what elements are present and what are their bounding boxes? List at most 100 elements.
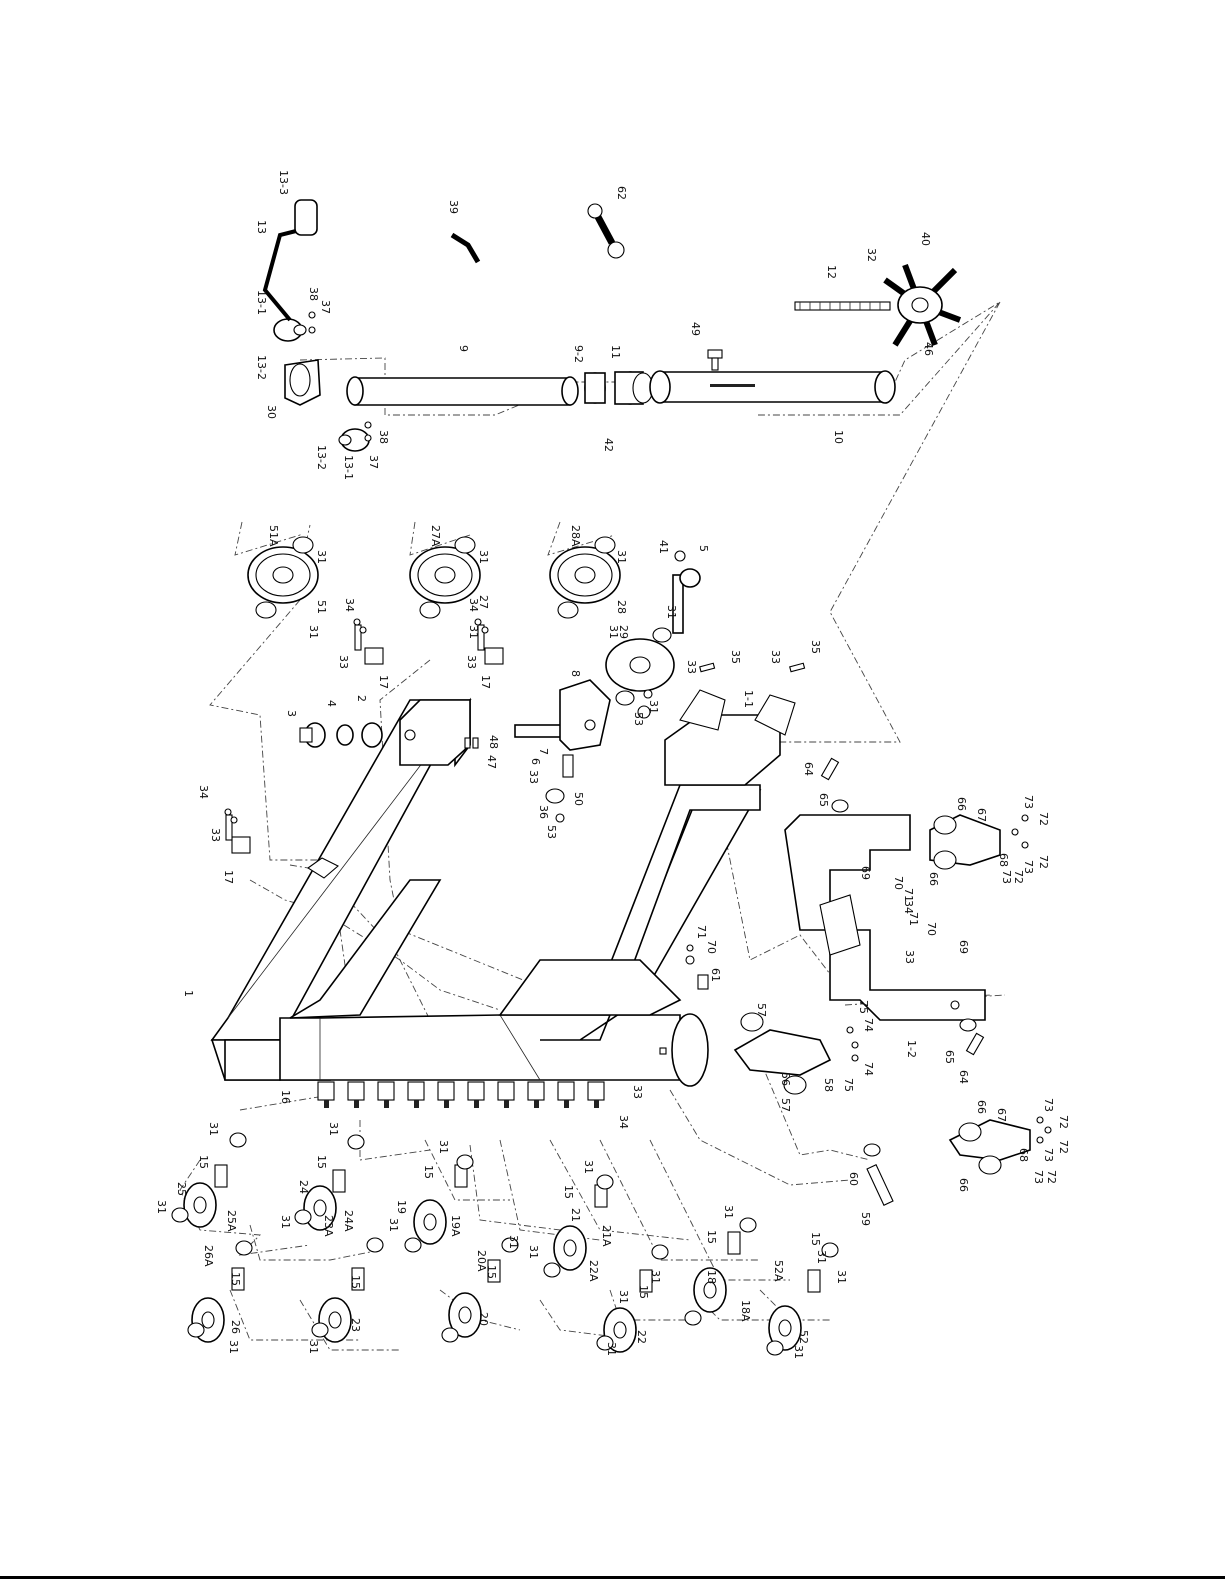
callout-17-c: 17 bbox=[479, 675, 492, 689]
callout-31-v: 31 bbox=[507, 1235, 520, 1249]
callout-15-a: 15 bbox=[197, 1155, 210, 1169]
callout-4: 4 bbox=[325, 700, 338, 707]
main-frame bbox=[210, 689, 796, 1087]
callout-33-h: 33 bbox=[903, 950, 916, 964]
callout-46: 46 bbox=[922, 342, 935, 356]
callout-1-1: 1-1 bbox=[742, 690, 755, 708]
callout-15-d: 15 bbox=[562, 1185, 575, 1199]
callout-31-j: 31 bbox=[155, 1200, 168, 1214]
callout-8: 8 bbox=[569, 670, 582, 677]
callout-72-b: 72 bbox=[1037, 855, 1050, 869]
callout-13-2a: 13-2 bbox=[255, 355, 268, 380]
callout-7: 7 bbox=[537, 748, 550, 755]
callout-15-c: 15 bbox=[422, 1165, 435, 1179]
callout-15-j: 15 bbox=[637, 1285, 650, 1299]
callout-40: 40 bbox=[919, 232, 932, 246]
callout-65-b: 65 bbox=[943, 1050, 956, 1064]
callout-19: 19 bbox=[395, 1200, 408, 1214]
callout-31-x: 31 bbox=[605, 1342, 618, 1356]
callout-70-a: 70 bbox=[892, 876, 905, 890]
callout-28a: 28A bbox=[569, 525, 582, 547]
upper-rollers bbox=[247, 536, 701, 706]
callout-9-2: 9-2 bbox=[572, 345, 585, 363]
callout-57-b: 57 bbox=[779, 1098, 792, 1112]
callout-22a: 22A bbox=[587, 1260, 600, 1282]
callout-33-f: 33 bbox=[769, 650, 782, 664]
foot-pad-icon bbox=[948, 1116, 1052, 1175]
callout-27: 27 bbox=[477, 595, 490, 609]
callout-11: 11 bbox=[609, 345, 622, 359]
roller-die-icon bbox=[596, 1244, 669, 1353]
callout-57-a: 57 bbox=[755, 1003, 768, 1017]
callout-31-d: 31 bbox=[477, 550, 490, 564]
callout-52a: 52A bbox=[772, 1260, 785, 1282]
callout-39: 39 bbox=[447, 200, 460, 214]
callout-15-b: 15 bbox=[315, 1155, 328, 1169]
callout-17-a: 17 bbox=[222, 870, 235, 884]
callout-74-a: 74 bbox=[862, 1018, 875, 1032]
callout-31-m: 31 bbox=[437, 1140, 450, 1154]
bracket-tab bbox=[557, 1081, 575, 1108]
roller-die-icon bbox=[543, 1174, 614, 1278]
callout-3: 3 bbox=[285, 710, 298, 717]
callout-61: 61 bbox=[709, 968, 722, 982]
callout-24a: 24A bbox=[342, 1210, 355, 1232]
callout-66-a: 66 bbox=[955, 797, 968, 811]
callout-38-a: 38 bbox=[307, 287, 320, 301]
foot-pad-icon bbox=[733, 1012, 859, 1095]
callout-13-3: 13-3 bbox=[277, 170, 290, 195]
callout-31-k: 31 bbox=[327, 1122, 340, 1136]
callout-34-d: 34 bbox=[617, 1115, 630, 1129]
roller-die-icon bbox=[171, 1132, 247, 1228]
callout-49: 49 bbox=[689, 322, 702, 336]
top-brackets bbox=[224, 618, 504, 854]
callout-31-y: 31 bbox=[792, 1345, 805, 1359]
callout-71-b: 71 bbox=[907, 912, 920, 926]
roller-die-icon bbox=[294, 1134, 365, 1231]
callout-33-b: 33 bbox=[337, 655, 350, 669]
callout-29: 29 bbox=[617, 625, 630, 639]
callout-75-b: 75 bbox=[842, 1078, 855, 1092]
callout-28: 28 bbox=[615, 600, 628, 614]
callout-31-r: 31 bbox=[722, 1205, 735, 1219]
screw-tube-assembly bbox=[262, 199, 962, 452]
threaded-rod-icon bbox=[794, 301, 891, 311]
callout-48: 48 bbox=[487, 735, 500, 749]
callout-33-e: 33 bbox=[685, 660, 698, 674]
callout-15-e: 15 bbox=[705, 1230, 718, 1244]
callout-24: 24 bbox=[297, 1180, 310, 1194]
callout-68-b: 68 bbox=[1017, 1148, 1030, 1162]
callout-15-g: 15 bbox=[229, 1272, 242, 1286]
callout-72-e: 72 bbox=[1057, 1140, 1070, 1154]
callout-31-s: 31 bbox=[815, 1250, 828, 1264]
callout-31-l: 31 bbox=[279, 1215, 292, 1229]
bracket-tab bbox=[437, 1081, 455, 1108]
callout-15-h: 15 bbox=[349, 1275, 362, 1289]
callout-25: 25 bbox=[175, 1182, 188, 1196]
callout-26a: 26A bbox=[202, 1245, 215, 1267]
callout-31-h: 31 bbox=[665, 605, 678, 619]
callout-13-1b: 13-1 bbox=[342, 455, 355, 480]
small-hardware bbox=[299, 662, 806, 990]
callout-15-i: 15 bbox=[485, 1265, 498, 1279]
roller-die-icon bbox=[311, 1237, 384, 1343]
callout-67-b: 67 bbox=[995, 1108, 1008, 1122]
callout-18a: 18A bbox=[739, 1300, 752, 1322]
callout-2: 2 bbox=[355, 695, 368, 702]
roller-die-icon bbox=[404, 1154, 474, 1253]
callout-73-a: 73 bbox=[1022, 795, 1035, 809]
roller-die-icon bbox=[409, 536, 481, 619]
callout-25a: 25A bbox=[225, 1210, 238, 1232]
callout-67-a: 67 bbox=[975, 808, 988, 822]
callout-33-d: 33 bbox=[527, 770, 540, 784]
callout-53-b: 53 bbox=[632, 712, 645, 726]
callout-65-a: 65 bbox=[817, 793, 830, 807]
roller-die-icon bbox=[247, 536, 319, 619]
callout-31-g: 31 bbox=[647, 700, 660, 714]
callout-56: 56 bbox=[779, 1072, 792, 1086]
bracket-icon bbox=[353, 618, 384, 665]
callout-58: 58 bbox=[822, 1078, 835, 1092]
callout-53-a: 53 bbox=[545, 825, 558, 839]
foot-pad-icon bbox=[929, 814, 1029, 870]
